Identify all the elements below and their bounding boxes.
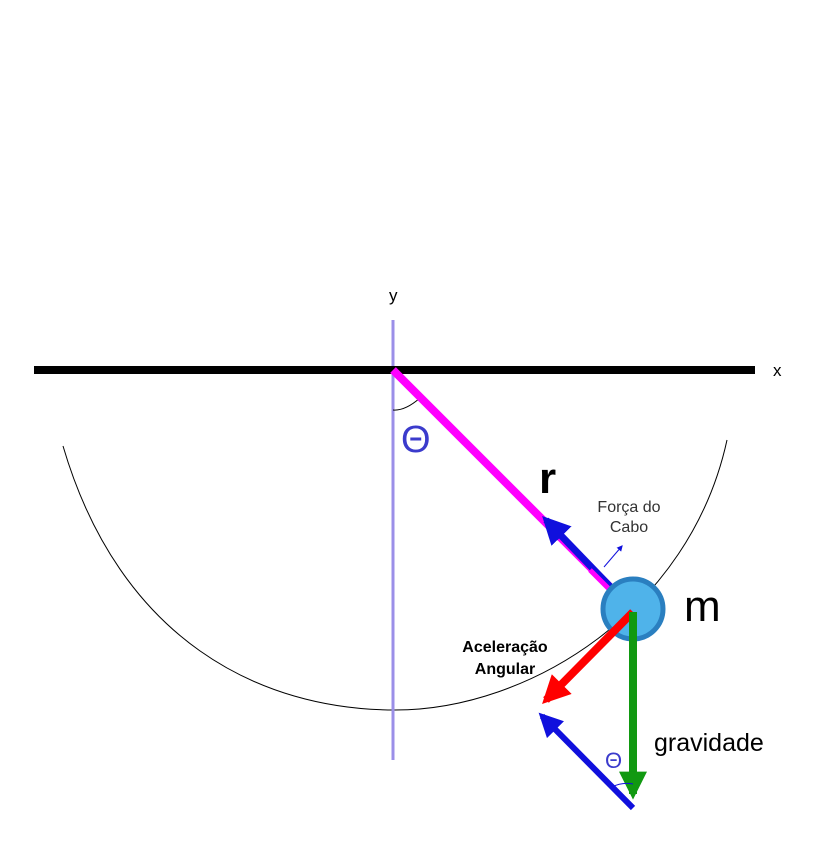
theta-angle-arc-top: [392, 397, 421, 411]
theta-angle-arc-bottom: [611, 782, 634, 788]
y-axis-label: y: [389, 286, 398, 305]
cable-force-label-line1: Força do: [597, 499, 660, 516]
mass-label: m: [684, 582, 721, 631]
swing-arc: [62, 439, 728, 711]
angular-acceleration-arrow: [542, 609, 636, 704]
cable-force-label-line2: Cabo: [610, 519, 648, 536]
radius-label: r: [539, 454, 556, 503]
cable-force-pointer-arrow: [603, 545, 623, 568]
x-axis-label: x: [773, 361, 782, 380]
gravity-label: gravidade: [654, 729, 764, 757]
gravity-component-arrow: [538, 712, 636, 811]
theta-label-bottom: Θ: [605, 748, 622, 773]
theta-label-top: Θ: [401, 419, 431, 461]
angular-acceleration-label-line1: Aceleração: [462, 639, 548, 656]
angular-acceleration-label-line2: Angular: [475, 661, 535, 678]
